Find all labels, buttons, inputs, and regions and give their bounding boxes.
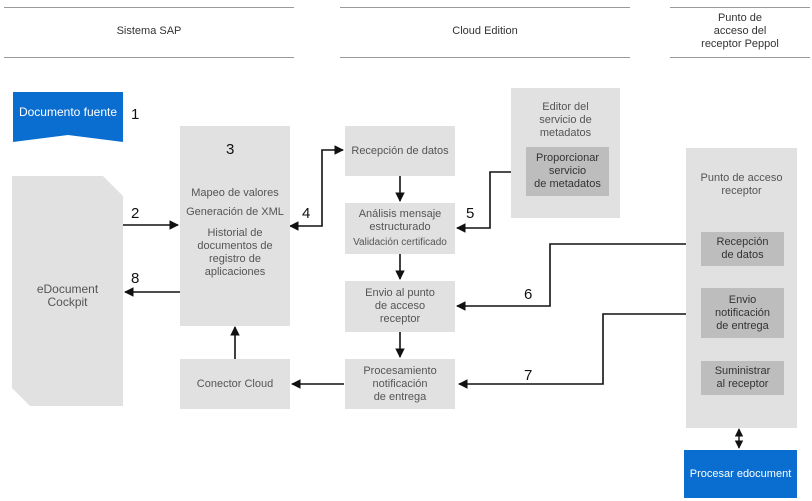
metadata-editor-title: Editor del servicio de metadatos	[511, 101, 620, 140]
analysis-line: Análisis mensaje	[358, 208, 442, 220]
step-number-3: 3	[226, 141, 235, 158]
editor-title-line: metadatos	[539, 127, 592, 139]
column-title-peppol: Punto de acceso del receptor Peppol	[670, 12, 810, 51]
processing-line: Procesamiento	[363, 364, 437, 377]
header-bottom-line-peppol	[670, 57, 810, 58]
receiver-notify-line: de entrega	[716, 319, 769, 332]
column-title-peppol-line: Punto de	[717, 12, 763, 24]
data-reception-box: Recepción de datos	[345, 126, 455, 176]
mapping-box: 3 Mapeo de valores Generación de XML His…	[180, 126, 290, 326]
provide-line: Proporcionar	[536, 152, 599, 164]
step-number-6: 6	[524, 286, 533, 303]
cloud-connector-box: Conector Cloud	[180, 359, 290, 409]
editor-title-line: servicio de	[539, 114, 592, 126]
processing-line: notificación	[372, 377, 428, 390]
editor-title-line: Editor del	[542, 101, 589, 113]
provide-metadata-service-box: Proporcionar servicio de metadatos	[526, 147, 609, 196]
column-title-peppol-line: receptor Peppol	[701, 38, 779, 50]
step-number-1: 1	[131, 106, 140, 123]
receiver-data-line: de datos	[721, 249, 764, 261]
supply-receiver-box: Suministrar al receptor	[701, 361, 784, 395]
receiver-notify-line: Envio	[728, 293, 757, 306]
provide-line: de metadatos	[534, 178, 601, 190]
arrow-4	[289, 145, 344, 231]
receiver-notify-line: notificación	[714, 306, 771, 319]
message-analysis-box: Análisis mensaje estructurado Validación…	[345, 203, 455, 254]
receiver-title: Punto de acceso receptor	[686, 172, 797, 198]
analysis-line: Validación certificado	[353, 237, 447, 248]
step-number-8: 8	[131, 270, 140, 287]
source-document-shape	[13, 92, 123, 142]
receiver-title-line: Punto de acceso	[700, 172, 783, 184]
header-bottom-line-sap	[4, 57, 294, 58]
send-line: Envio al punto	[365, 287, 435, 299]
header-bottom-line-cloud	[340, 57, 630, 58]
step-number-4: 4	[302, 205, 311, 222]
receiver-notify-box: Envio notificación de entrega	[701, 288, 784, 338]
send-to-access-point-box: Envio al punto de acceso receptor	[345, 281, 455, 332]
header-top-line-cloud	[340, 7, 630, 8]
receiver-data-reception-box: Recepción de datos	[701, 232, 784, 266]
step-number-7: 7	[524, 367, 533, 384]
column-title-cloud: Cloud Edition	[452, 25, 518, 37]
arrow-5	[456, 167, 525, 233]
supply-line: al receptor	[716, 378, 769, 390]
application-log-history: Historial de documentos de registro de a…	[180, 227, 290, 279]
header-top-line-peppol	[670, 7, 810, 8]
arrow-6	[456, 239, 700, 311]
cockpit-document-shape	[12, 176, 123, 406]
analysis-line: estructurado	[369, 221, 431, 233]
column-title-sap: Sistema SAP	[116, 25, 182, 37]
process-edocument-box: Procesar edocument	[684, 450, 797, 498]
value-mapping-label: Mapeo de valores	[191, 187, 279, 199]
delivery-processing-box: Procesamiento notificación de entrega	[345, 359, 455, 409]
header-top-line-sap	[4, 7, 294, 8]
receiver-title-line: receptor	[721, 185, 762, 197]
xml-generation-label: Generación de XML	[186, 206, 284, 218]
history-line: registro de	[209, 253, 261, 265]
source-document: Documento fuente	[18, 105, 118, 119]
edocument-cockpit: eDocument Cockpit	[12, 283, 123, 309]
cockpit-label: eDocument	[36, 282, 99, 296]
provide-line: servicio	[548, 165, 587, 177]
cockpit-label: Cockpit	[47, 295, 88, 309]
step-number-5: 5	[466, 205, 475, 222]
history-line: documentos de	[197, 240, 273, 252]
step-number-2: 2	[131, 205, 140, 222]
processing-line: de entrega	[373, 390, 427, 403]
supply-line: Suministrar	[714, 365, 771, 377]
receiver-data-line: Recepción	[716, 236, 769, 248]
column-title-peppol-line: acceso del	[713, 25, 767, 37]
arrow-7	[458, 313, 699, 389]
history-line: Historial de	[207, 227, 263, 239]
history-line: aplicaciones	[204, 266, 266, 278]
send-line: de acceso	[374, 300, 426, 312]
send-line: receptor	[379, 313, 421, 325]
